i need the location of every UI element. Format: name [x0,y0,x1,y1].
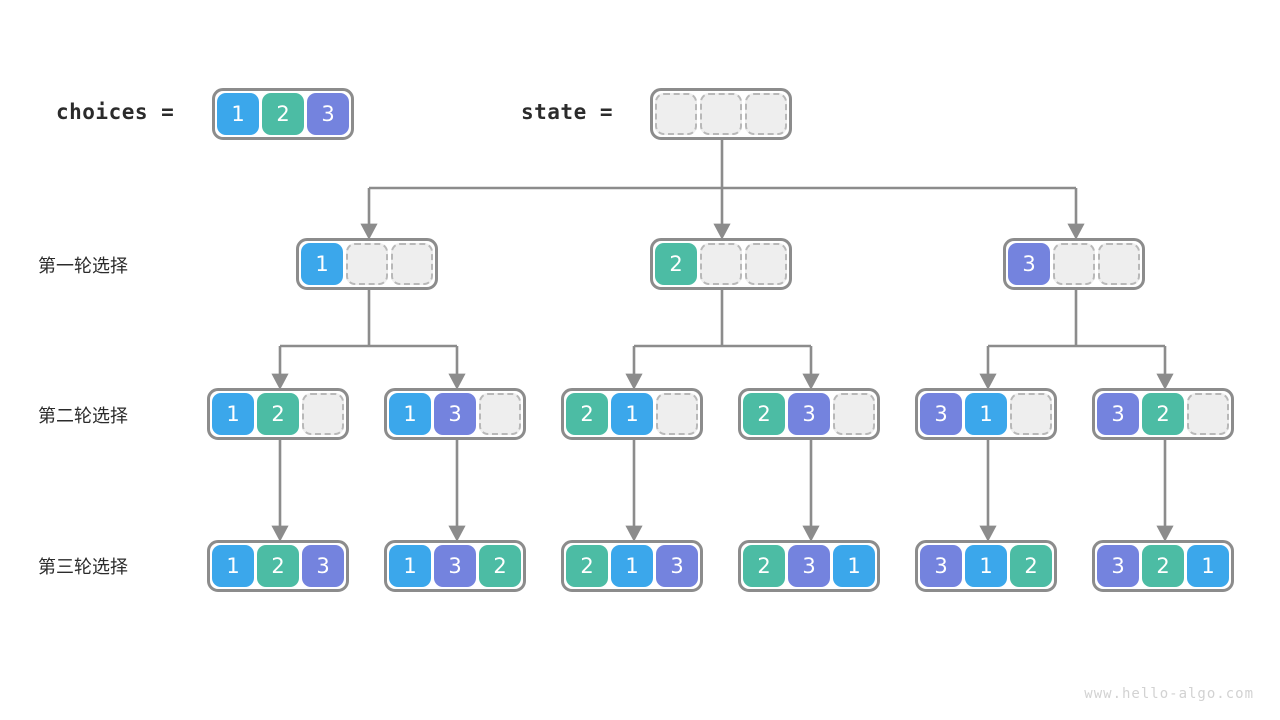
state-cell-filled: 1 [212,545,254,587]
state-cell-empty [346,243,388,285]
state-cell-filled: 1 [833,545,875,587]
state-cell-filled: 2 [479,545,521,587]
state-cell-filled: 2 [743,545,785,587]
state-cell-filled: 3 [434,545,476,587]
state-cell-empty [1053,243,1095,285]
state-cell-filled: 2 [257,545,299,587]
row-label-round2: 第二轮选择 [38,406,128,426]
state-cell-filled: 2 [566,545,608,587]
state-cell-empty [1098,243,1140,285]
state-cell-filled: 2 [655,243,697,285]
state-cell-filled: 3 [920,393,962,435]
state-cell-filled: 3 [656,545,698,587]
state-cell-filled: 3 [1097,545,1139,587]
state-cell-filled: 1 [611,393,653,435]
state-cell-filled: 3 [1097,393,1139,435]
state-cell-filled: 1 [389,393,431,435]
state-cell-empty [391,243,433,285]
state-cell-filled: 2 [566,393,608,435]
state-cell-filled: 1 [212,393,254,435]
state-cell-filled: 3 [434,393,476,435]
state-cell-filled: 1 [1187,545,1229,587]
watermark: www.hello-algo.com [1084,686,1254,702]
state-cell-filled: 1 [217,93,259,135]
state-cell-filled: 2 [1142,545,1184,587]
state-cell-filled: 3 [302,545,344,587]
state-cell-empty [655,93,697,135]
state-cell-filled: 1 [965,545,1007,587]
state-cell-empty [700,243,742,285]
state-label: state = [521,100,614,124]
state-array-root [650,88,792,140]
state-cell-filled: 1 [611,545,653,587]
state-cell-filled: 3 [788,545,830,587]
connector-lines [271,134,1174,542]
state-cell-filled: 2 [1010,545,1052,587]
state-cell-filled: 1 [389,545,431,587]
state-cell-empty [1010,393,1052,435]
state-cell-empty [745,243,787,285]
state-cell-empty [700,93,742,135]
state-cell-filled: 3 [307,93,349,135]
state-cell-empty [1187,393,1229,435]
node-round1-2: 2 [650,238,792,290]
node-round1-1: 1 [296,238,438,290]
choices-label: choices = [56,100,175,124]
state-cell-empty [479,393,521,435]
state-cell-filled: 3 [1008,243,1050,285]
state-cell-empty [302,393,344,435]
node-round1-3: 3 [1003,238,1145,290]
state-cell-filled: 3 [920,545,962,587]
state-cell-empty [833,393,875,435]
state-cell-empty [656,393,698,435]
state-cell-filled: 1 [301,243,343,285]
state-cell-filled: 1 [965,393,1007,435]
row-label-round3: 第三轮选择 [38,557,128,577]
state-cell-empty [745,93,787,135]
state-cell-filled: 2 [257,393,299,435]
state-cell-filled: 2 [743,393,785,435]
state-cell-filled: 3 [788,393,830,435]
state-cell-filled: 2 [262,93,304,135]
state-cell-filled: 2 [1142,393,1184,435]
row-label-round1: 第一轮选择 [38,256,128,276]
